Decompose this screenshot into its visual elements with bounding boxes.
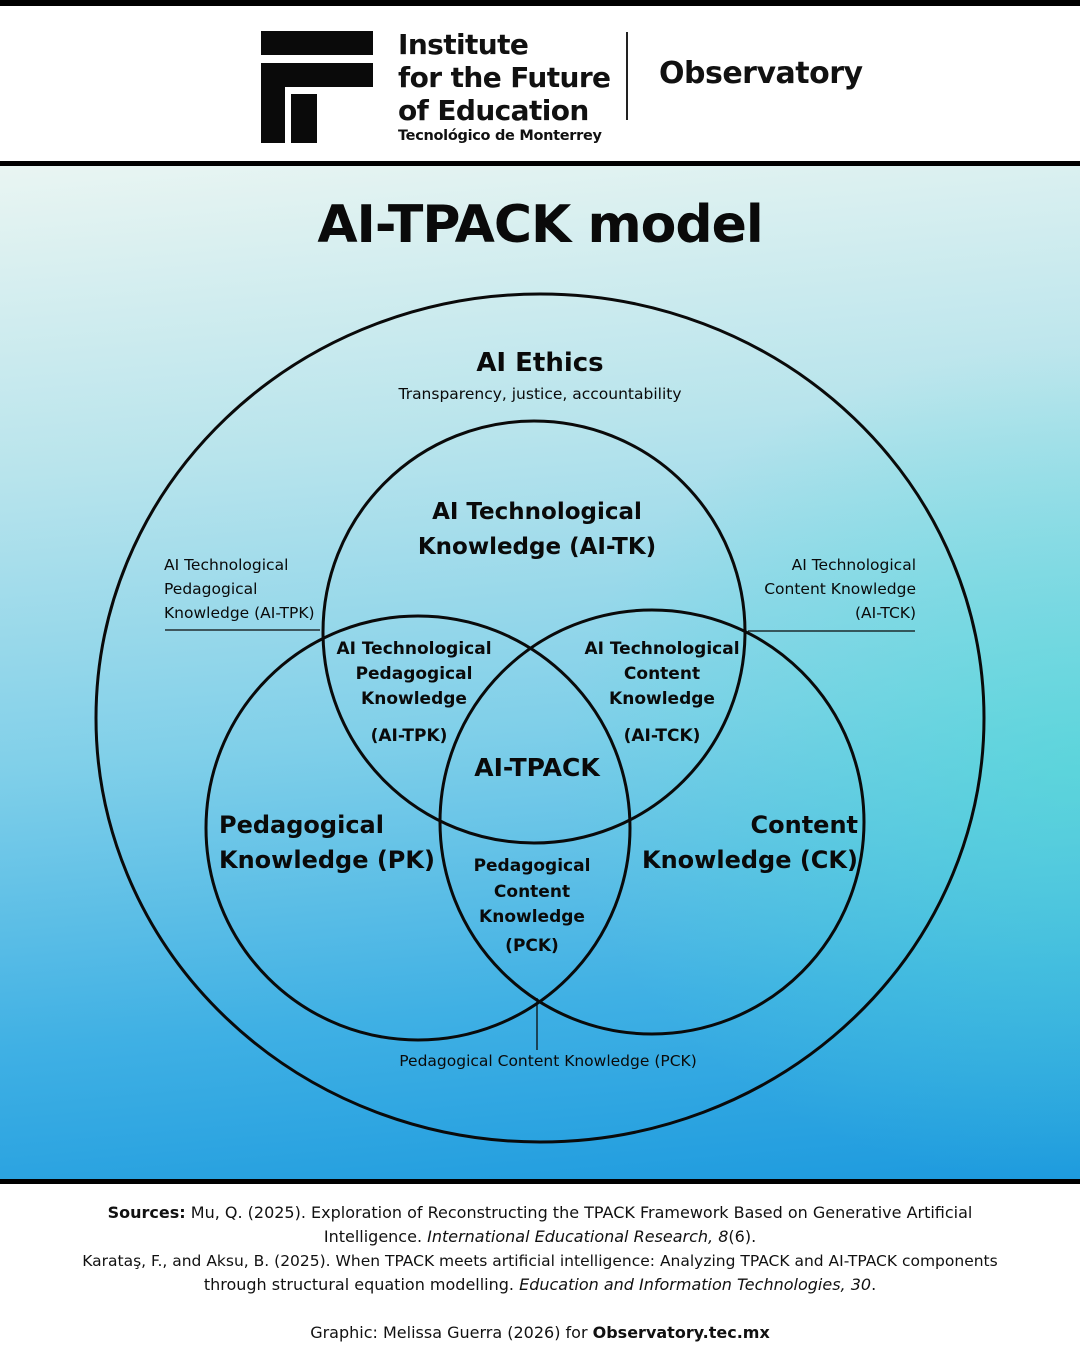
pck-inner-line-1: Pedagogical [473,856,591,876]
ethics-subtitle: Transparency, justice, accountability [398,385,682,403]
ethics-circle [94,292,986,1144]
credit-site-link[interactable]: Observatory.tec.mx [592,1323,770,1342]
source-1-journal: International Educational Research, 8 [427,1227,729,1246]
source-1-line-1: Sources: Mu, Q. (2025). Exploration of R… [40,1201,1040,1225]
institute-line-2: for the Future [398,61,611,94]
callout-pck: Pedagogical Content Knowledge (PCK) [399,1052,697,1070]
callout-tck-line-1: AI Technological [791,556,916,574]
pk-circle [204,614,632,1042]
header-divider [626,32,628,120]
diagram-panel [0,166,1080,1179]
tpk-inner-line-2: Pedagogical [355,664,473,684]
ethics-title: AI Ethics [476,348,604,378]
tck-inner-line-2: Content [623,664,701,684]
pk-label: Pedagogical Knowledge (PK) [219,808,449,878]
tpk-inner-line-3: Knowledge [361,689,467,709]
ai-tpack-center-label: AI-TPACK [474,753,600,782]
callout-tpk-line-3: Knowledge (AI-TPK) [164,604,315,622]
observatory-label: Observatory [659,56,863,91]
tck-inner-line-3: Knowledge [609,689,715,709]
header-bottom-rule [0,161,1080,166]
credit-text: Graphic: Melissa Guerra (2026) for [310,1323,593,1342]
tpk-inner-abbr: (AI-TPK) [370,726,448,746]
pk-label-line-1: Pedagogical [219,811,384,839]
tck-inner-abbr: (AI-TCK) [623,726,701,746]
credit-line: Graphic: Melissa Guerra (2026) for Obser… [40,1321,1040,1345]
callout-tpk: AI Technological Pedagogical Knowledge (… [164,553,364,625]
source-2-journal: Education and Information Technologies, … [519,1275,872,1294]
tck-inner-line-1: AI Technological [584,639,740,659]
pck-inner-line-2: Content [493,881,571,902]
tck-inner-label: AI Technological Content Knowledge [572,637,752,712]
pk-label-line-2: Knowledge (PK) [219,846,435,874]
tpk-inner-label: AI Technological Pedagogical Knowledge [324,637,504,712]
pck-inner-line-3: Knowledge [479,907,585,927]
source-2-line-2: through structural equation modelling. E… [40,1273,1040,1297]
ck-circle [438,608,866,1036]
source-1-text-a: Mu, Q. (2025). Exploration of Reconstruc… [185,1203,973,1222]
pck-inner-label: Pedagogical Content Knowledge [452,854,612,931]
tpk-inner-line-1: AI Technological [336,639,492,659]
callout-tck-line-2: Content Knowledge [764,580,916,598]
sources-label: Sources: [107,1203,186,1222]
tk-label-line-1: AI Technological [432,499,642,525]
institute-line-1: Institute [398,28,529,61]
ck-label-line-1: Content [750,811,859,839]
page-title: AI-TPACK model [317,195,763,255]
callout-tck: AI Technological Content Knowledge (AI-T… [716,553,916,625]
tk-label: AI Technological Knowledge (AI-TK) [380,495,694,565]
source-2: Karataş, F., and Aksu, B. (2025). When T… [40,1249,1040,1297]
callout-tpk-line-1: AI Technological [164,556,289,574]
header [0,6,1080,161]
ck-label-line-2: Knowledge (CK) [642,846,858,874]
institute-name: Institute for the Future of Education [398,28,611,127]
source-2-text-b: through structural equation modelling. [203,1275,520,1294]
pck-inner-abbr: (PCK) [505,936,559,956]
callout-tpk-line-2: Pedagogical [164,580,258,598]
source-2-line-1: Karataş, F., and Aksu, B. (2025). When T… [82,1252,998,1270]
footer-top-rule [0,1179,1080,1184]
callout-tck-line-3: (AI-TCK) [855,604,916,622]
footer [0,1184,1080,1350]
institute-logo-icon [261,31,373,143]
ck-label: Content Knowledge (CK) [620,808,858,878]
institute-subtitle: Tecnológico de Monterrey [398,128,602,144]
source-1-text-b: Intelligence. [323,1227,428,1246]
source-1-text-c: (6). [728,1227,757,1246]
tk-label-line-2: Knowledge (AI-TK) [417,534,657,560]
source-2-text-c: . [871,1275,877,1294]
source-1-line-2: Intelligence. International Educational … [40,1225,1040,1249]
source-1: Sources: Mu, Q. (2025). Exploration of R… [40,1201,1040,1249]
institute-line-3: of Education [398,94,589,127]
top-border [0,0,1080,6]
